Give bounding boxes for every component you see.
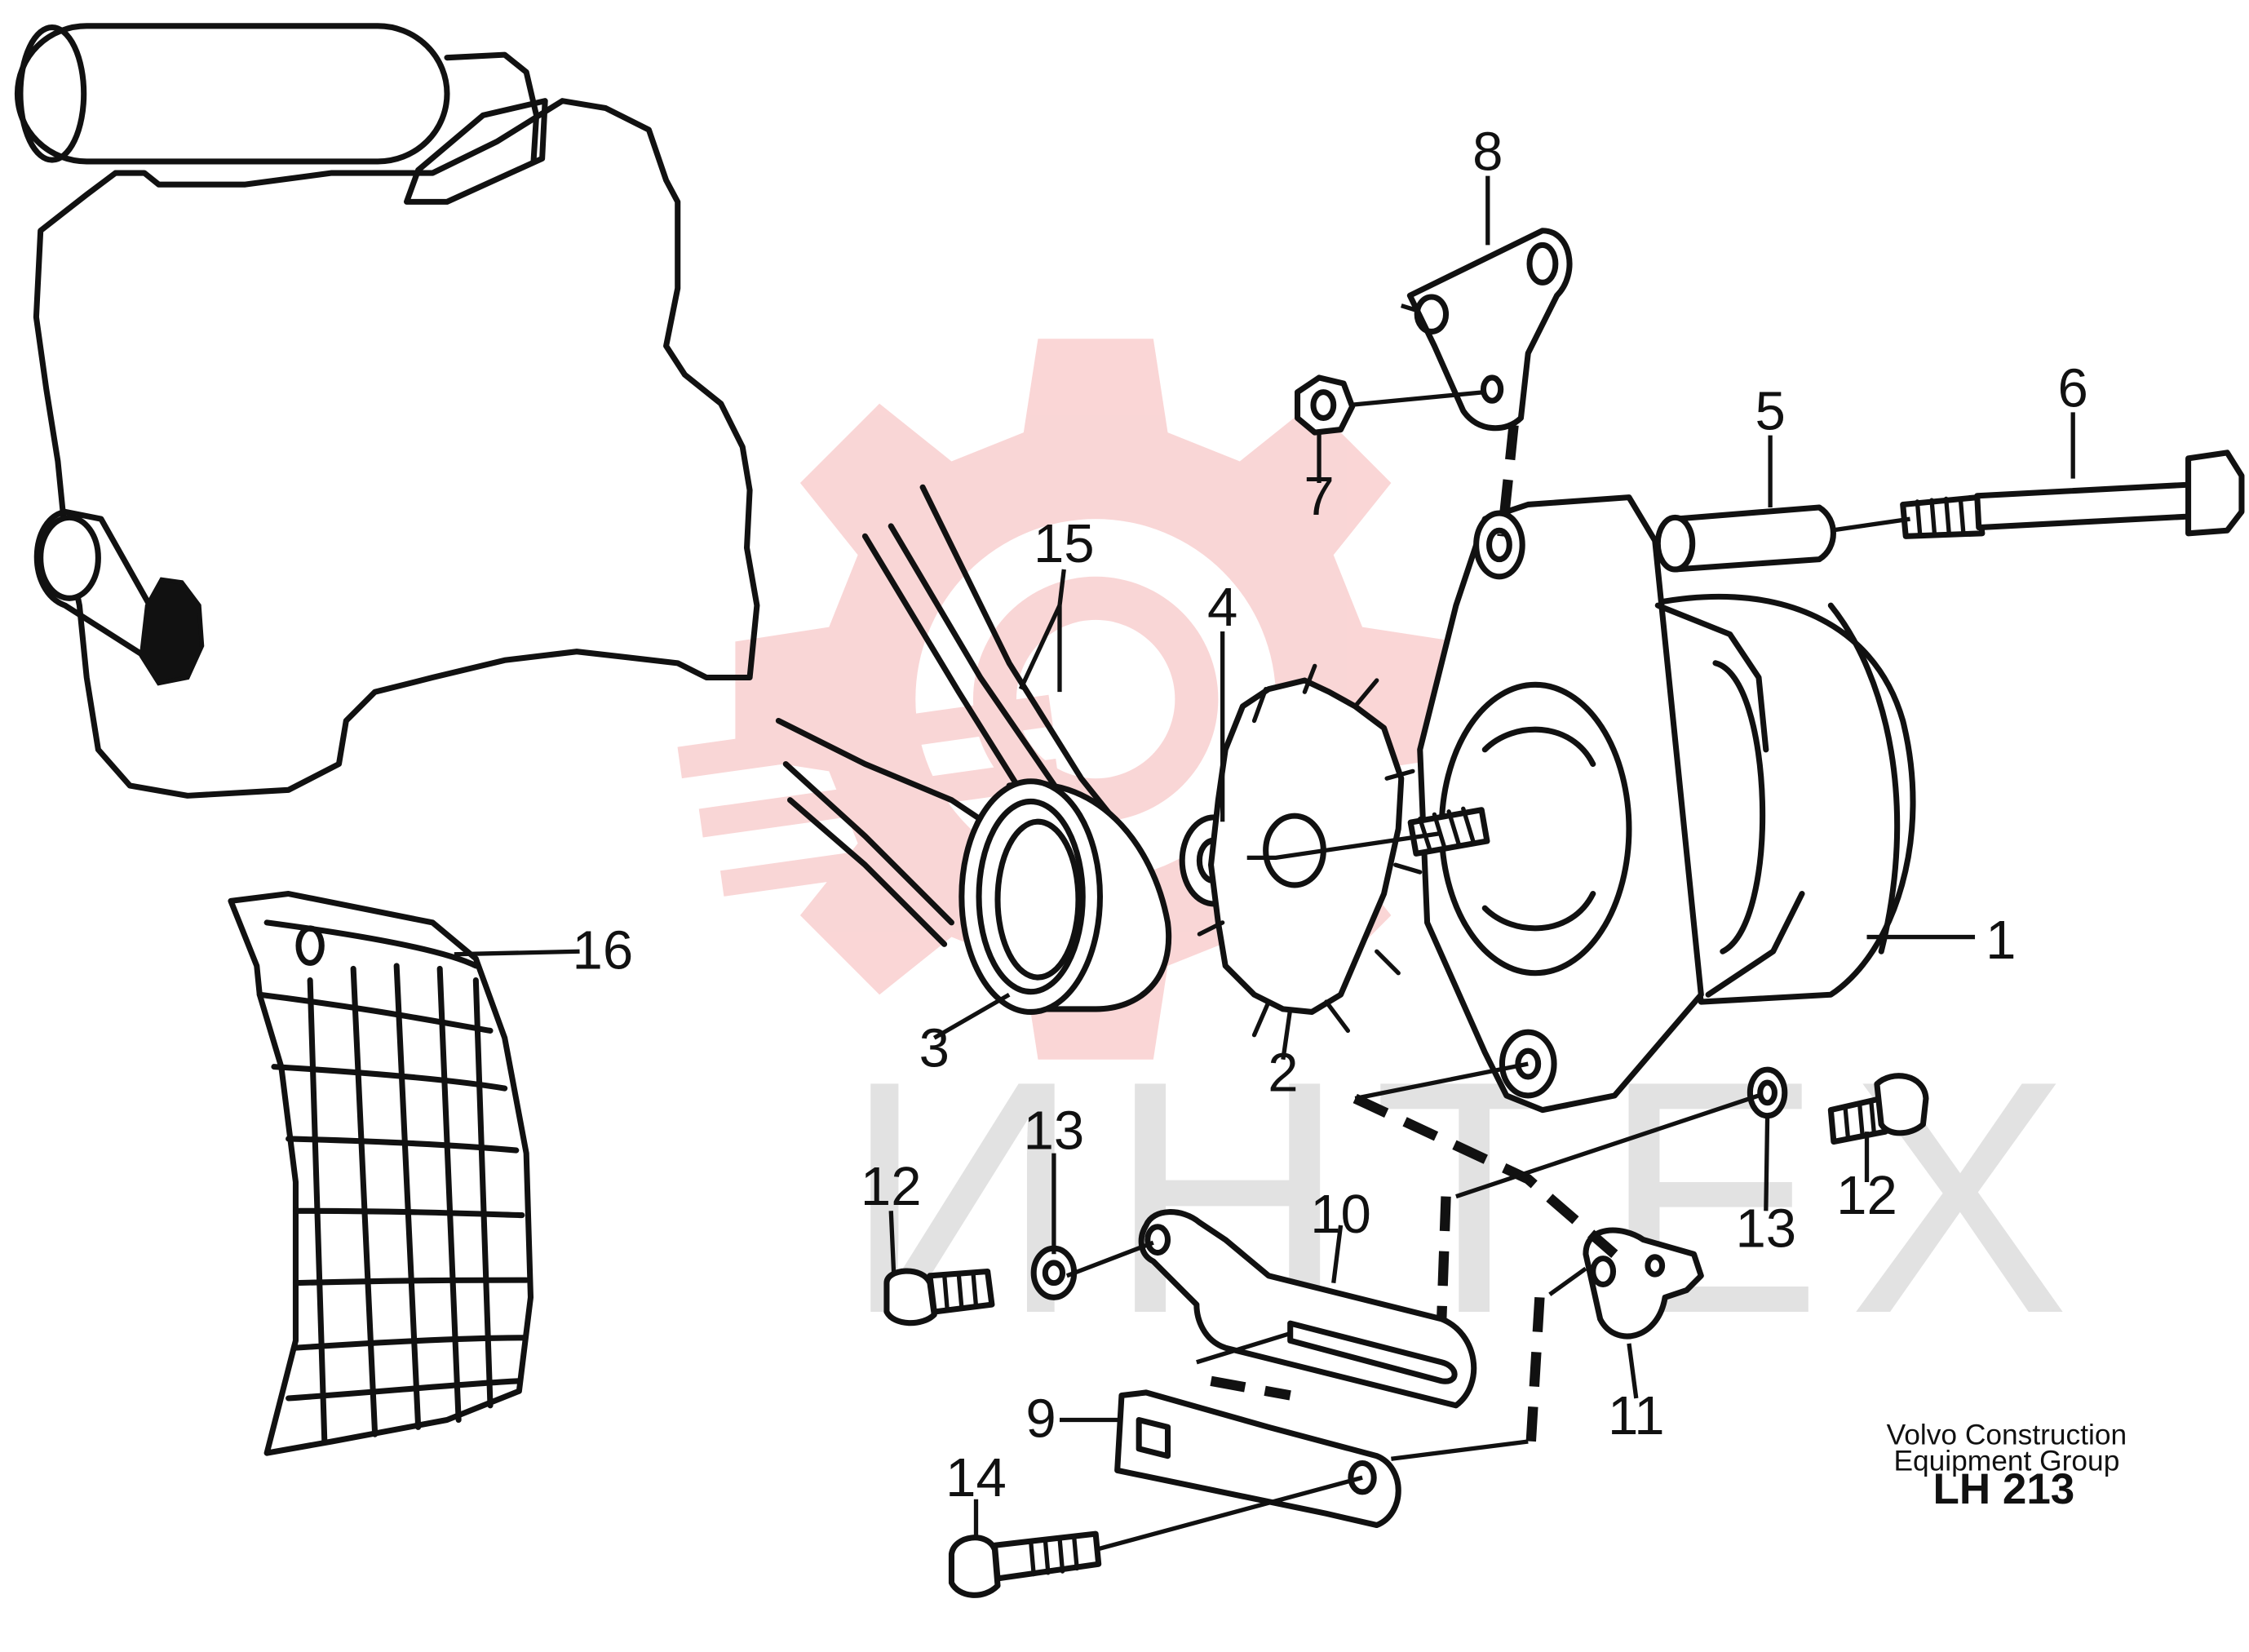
long-screw	[948, 1530, 1102, 1598]
callout-10: 10	[1310, 1184, 1371, 1245]
alternator	[1407, 494, 1916, 1114]
callout-3: 3	[919, 1018, 950, 1079]
screw-left	[883, 1268, 995, 1326]
footer-company-line2: Equipment Group	[1893, 1445, 2119, 1477]
callout-12-left: 12	[861, 1156, 922, 1217]
assembly-lines	[1065, 303, 1910, 1552]
screw-right	[1827, 1073, 1929, 1145]
belt-guard	[228, 891, 534, 1456]
upper-bracket	[1406, 228, 1573, 432]
callout-6: 6	[2058, 357, 2088, 419]
callout-16: 16	[573, 919, 634, 981]
callout-4: 4	[1207, 577, 1237, 638]
washer-right	[1747, 1066, 1788, 1119]
callout-labels: 1 2 3 4 5 6 7 8 9 10 11 12 12 13 13 14 1…	[573, 122, 2088, 1509]
callout-7: 7	[1304, 466, 1334, 527]
callout-8: 8	[1472, 122, 1503, 183]
callout-12-right: 12	[1836, 1165, 1897, 1226]
lower-bracket	[1114, 1389, 1401, 1529]
footer: Volvo Construction Equipment Group LH 21…	[1887, 1419, 2127, 1513]
callout-13-left: 13	[1024, 1100, 1085, 1161]
footer-diagram-code: LH 213	[1932, 1465, 2074, 1513]
callout-5: 5	[1755, 381, 1785, 442]
footer-company-line1: Volvo Construction	[1887, 1419, 2127, 1451]
callout-15: 15	[1034, 513, 1095, 574]
washer-left	[1030, 1245, 1078, 1300]
engine-overview	[14, 23, 760, 799]
spacer-sleeve	[1654, 504, 1836, 573]
nut	[1295, 374, 1356, 436]
watermark-text: ИНТЕХ	[843, 1012, 2096, 1383]
callout-11: 11	[1608, 1385, 1665, 1446]
long-bolt	[1900, 450, 2245, 539]
callout-13-right: 13	[1735, 1198, 1796, 1259]
callout-9: 9	[1025, 1388, 1056, 1450]
callout-2: 2	[1268, 1043, 1298, 1104]
callout-14: 14	[945, 1447, 1007, 1508]
pulley	[958, 778, 1172, 1015]
callout-leaders	[454, 175, 2075, 1540]
callout-1: 1	[1986, 910, 2016, 971]
adjusting-bracket	[1138, 1209, 1477, 1409]
clip	[1583, 1227, 1704, 1340]
fan	[1197, 663, 1423, 1038]
